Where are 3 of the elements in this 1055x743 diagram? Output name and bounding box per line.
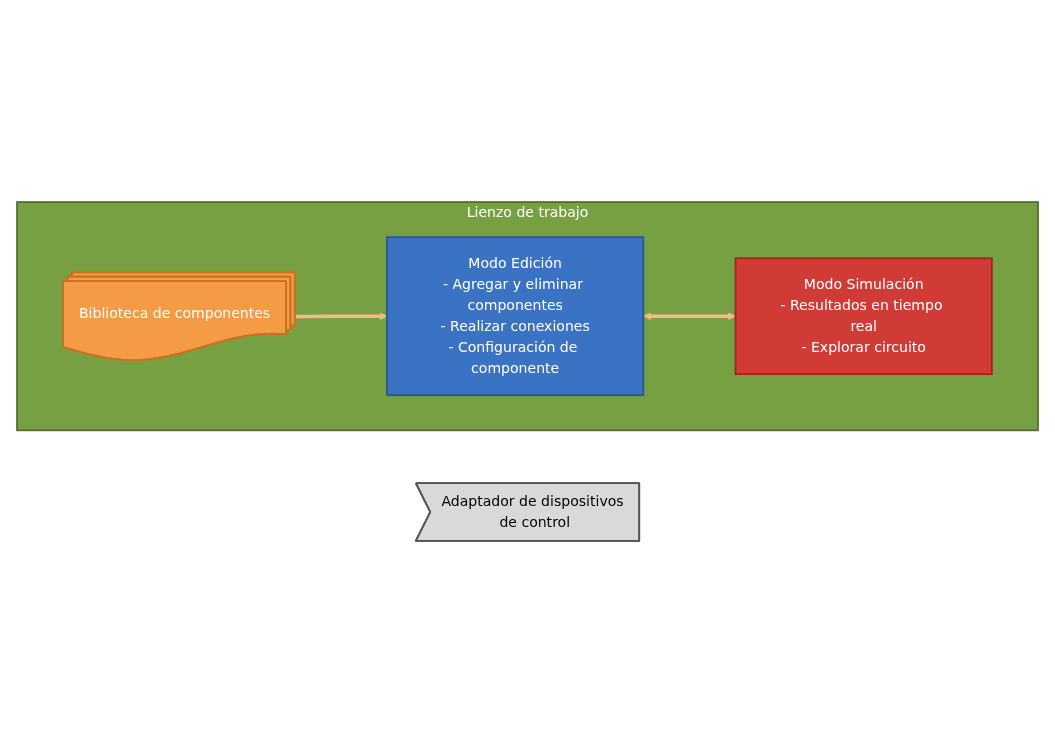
arrow (643, 312, 736, 321)
node-box: Modo Edición - Agregar y eliminar componentes - Realizar conexiones - Configuración de componente (386, 236, 645, 397)
node-box: Modo Simulación - Resultados en tiempo real - Explorar circuito (734, 257, 993, 375)
